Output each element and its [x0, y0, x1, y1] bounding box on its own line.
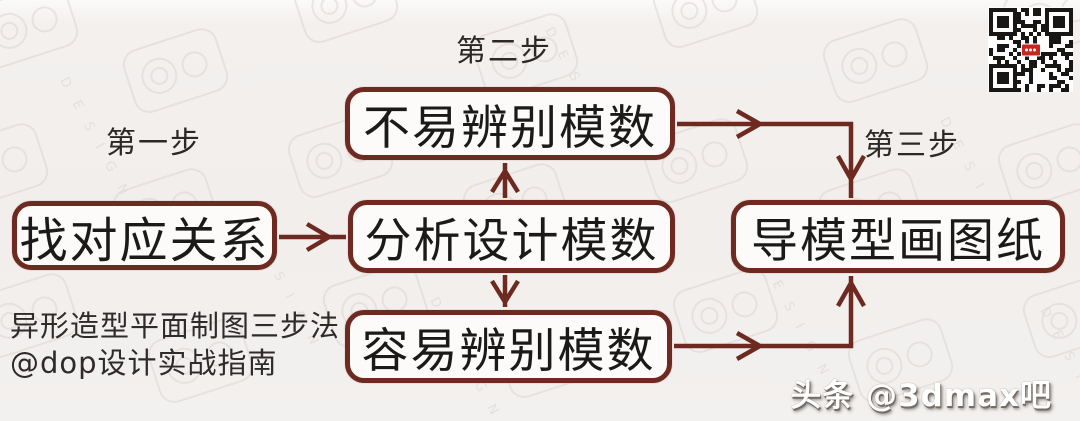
toutiao-watermark: 头条 @3dmax吧	[790, 378, 1052, 414]
flow-box-hard-to-identify-modulus: 不易辨别模数	[345, 87, 675, 160]
caption-title: 异形造型平面制图三步法	[10, 309, 341, 343]
flow-box-export-model-draw-drawings: 导模型画图纸	[731, 200, 1065, 273]
qr-modules	[989, 8, 1073, 92]
arrow-easy-to-export	[674, 276, 866, 361]
flow-box-label: 不易辨别模数	[363, 101, 657, 156]
step-label-1: 第一步	[106, 126, 202, 161]
caption-block: 异形造型平面制图三步法 @dop设计实战指南	[10, 308, 340, 382]
flow-box-easy-to-identify-modulus: 容易辨别模数	[345, 310, 672, 383]
step-label-3: 第三步	[864, 128, 960, 163]
flow-box-find-correspondence: 找对应关系	[12, 201, 277, 270]
flow-box-label: 找对应关系	[19, 212, 270, 269]
arrow-analyze-to-hard	[490, 163, 520, 198]
flow-box-label: 容易辨别模数	[361, 324, 656, 379]
arrow-find-to-analyze	[279, 222, 346, 252]
flow-box-analyze-design-modulus: 分析设计模数	[348, 200, 675, 273]
caption-author: @dop设计实战指南	[10, 346, 278, 380]
arrow-analyze-to-easy	[490, 275, 520, 307]
flow-box-label: 分析设计模数	[364, 214, 659, 269]
qr-code	[988, 7, 1073, 92]
flow-box-label: 导模型画图纸	[751, 214, 1045, 269]
arrow-hard-to-export	[677, 109, 866, 198]
step-label-2: 第二步	[456, 34, 552, 69]
dop-logo	[1020, 43, 1041, 56]
